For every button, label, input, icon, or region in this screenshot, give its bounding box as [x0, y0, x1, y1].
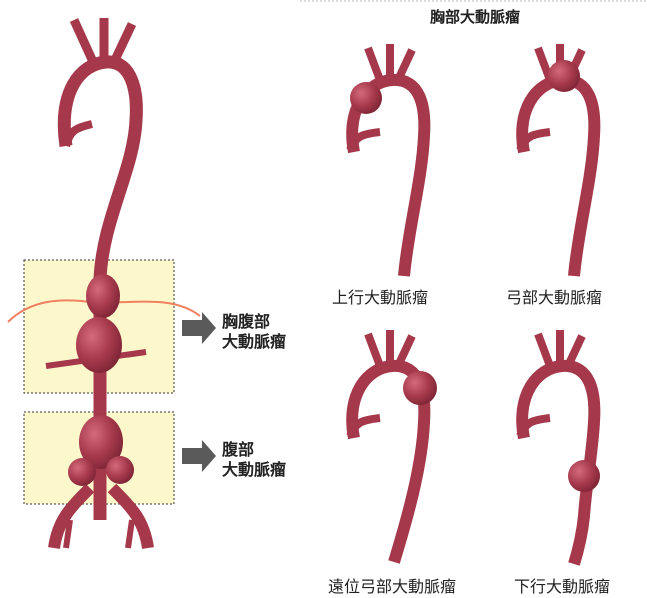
thoracoabdominal-arrow-icon [182, 312, 216, 344]
distal-arch-aneurysm-figure [350, 330, 437, 562]
arch-aneurysm-label: 弓部大動脈瘤 [506, 288, 602, 308]
right-internal-iliac [128, 520, 132, 548]
diagram-title: 胸部大動脈瘤 [430, 8, 520, 27]
full-aorta-figure [8, 18, 216, 548]
aneurysm-bulge-left-iliac [68, 458, 96, 486]
aneurysm-distal-arch [403, 371, 437, 405]
ascending-aneurysm-figure [350, 44, 424, 276]
abdominal-label-line1: 腹部 [222, 440, 254, 460]
ascending-aneurysm-label: 上行大動脈瘤 [332, 288, 428, 308]
thoracoabdominal-label-line1: 胸腹部 [222, 312, 270, 332]
aneurysm-bulge-middle [76, 317, 122, 373]
arch-aneurysm-figure [520, 44, 594, 276]
left-internal-iliac [66, 520, 70, 548]
aneurysm-descending [568, 460, 600, 492]
descending-aneurysm-figure [520, 330, 600, 564]
descending-aneurysm-label: 下行大動脈瘤 [514, 577, 610, 597]
thoracoabdominal-label-line2: 大動脈瘤 [222, 332, 286, 352]
aneurysm-bulge-right-iliac [106, 456, 134, 484]
aneurysm-arch [548, 60, 580, 92]
abdominal-arrow-icon [182, 440, 216, 472]
aneurysm-ascending [350, 82, 382, 114]
abdominal-label-line2: 大動脈瘤 [222, 460, 286, 480]
aneurysm-bulge-upper [86, 274, 120, 318]
distal-arch-aneurysm-label: 遠位弓部大動脈瘤 [328, 577, 456, 597]
